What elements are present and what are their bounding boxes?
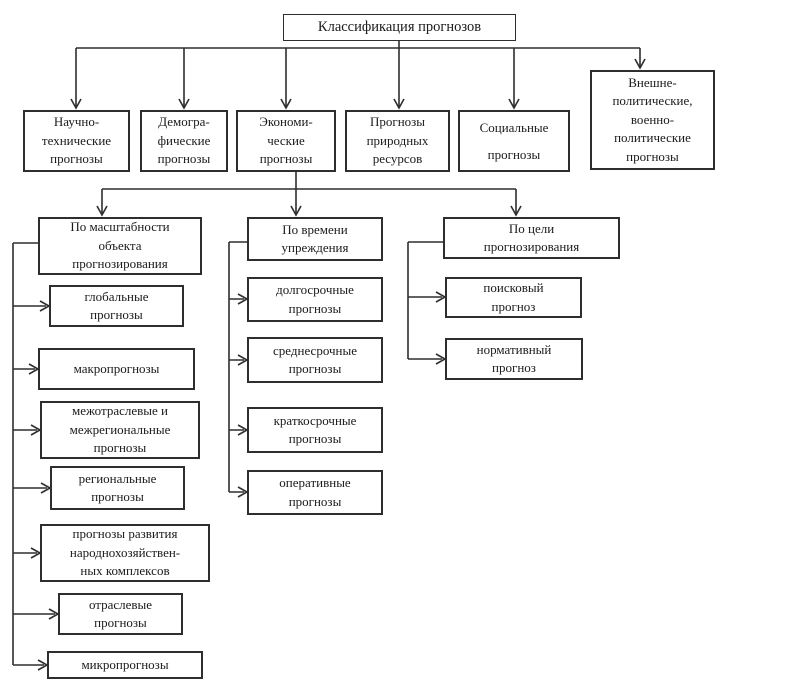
node-intersectoral-interregional-forecasts: межотраслевые и межрегиональные прогнозы (40, 401, 200, 459)
node-label: поисковый прогноз (483, 280, 544, 314)
node-label: межотраслевые и межрегиональные прогнозы (69, 403, 171, 456)
node-exploratory-forecast: поисковый прогноз (445, 277, 582, 318)
node-scientific-technical-forecasts: Научно- технические прогнозы (23, 110, 130, 172)
node-natural-resources-forecasts: Прогнозы природных ресурсов (345, 110, 450, 172)
category-by-forecasting-goal: По цели прогнозирования (443, 217, 620, 259)
category-by-lead-time: По времени упреждения (247, 217, 383, 261)
node-macro-forecasts: макропрогнозы (38, 348, 195, 390)
goal-branch-connector (407, 241, 447, 365)
node-label: нормативный прогноз (476, 341, 552, 375)
node-label: долгосрочные прогнозы (276, 282, 354, 316)
node-micro-forecasts: микропрогнозы (47, 651, 203, 679)
node-label: оперативные прогнозы (279, 475, 351, 509)
node-label: Демогра- фические прогнозы (157, 114, 211, 167)
time-branch-connector (228, 241, 249, 498)
node-sectoral-forecasts: отраслевые прогнозы (58, 593, 183, 635)
diagram-title: Классификация прогнозов (283, 14, 516, 41)
category-connector (96, 172, 522, 217)
node-label: микропрогнозы (81, 656, 169, 672)
node-social-forecasts: Социальные прогнозы (458, 110, 570, 172)
node-long-term-forecasts: долгосрочные прогнозы (247, 277, 383, 322)
node-demographic-forecasts: Демогра- фические прогнозы (140, 110, 228, 172)
node-label: Прогнозы природных ресурсов (366, 114, 429, 167)
top-connector (70, 41, 646, 110)
category-label: По цели прогнозирования (483, 220, 580, 254)
node-label: отраслевые прогнозы (88, 596, 153, 630)
node-normative-forecast: нормативный прогноз (445, 338, 583, 380)
node-label: Внешне- политические, военно- политическ… (612, 74, 693, 164)
node-global-forecasts: глобальные прогнозы (49, 285, 184, 327)
node-medium-term-forecasts: среднесрочные прогнозы (247, 337, 383, 383)
node-label: глобальные прогнозы (84, 288, 149, 322)
category-label: По времени упреждения (281, 221, 349, 255)
node-label: макропрогнозы (73, 360, 160, 376)
node-foreign-military-political-forecasts: Внешне- политические, военно- политическ… (590, 70, 715, 170)
node-regional-forecasts: региональные прогнозы (50, 466, 185, 510)
node-label: Экономи- ческие прогнозы (259, 114, 313, 167)
node-national-economic-complexes-forecasts: прогнозы развития народнохозяйствен- ных… (40, 524, 210, 582)
node-label: региональные прогнозы (78, 470, 157, 504)
category-by-object-scale: По масштабности объекта прогнозирования (38, 217, 202, 275)
node-label: Социальные прогнозы (479, 119, 549, 162)
category-label: По масштабности объекта прогнозирования (70, 219, 170, 272)
node-label: Научно- технические прогнозы (41, 114, 112, 167)
node-economic-forecasts: Экономи- ческие прогнозы (236, 110, 336, 172)
node-label: прогнозы развития народнохозяйствен- ных… (69, 526, 181, 579)
diagram-title-label: Классификация прогнозов (317, 19, 482, 36)
node-short-term-forecasts: краткосрочные прогнозы (247, 407, 383, 453)
node-label: среднесрочные прогнозы (273, 342, 357, 376)
node-operational-forecasts: оперативные прогнозы (247, 470, 383, 515)
node-label: краткосрочные прогнозы (273, 412, 357, 446)
